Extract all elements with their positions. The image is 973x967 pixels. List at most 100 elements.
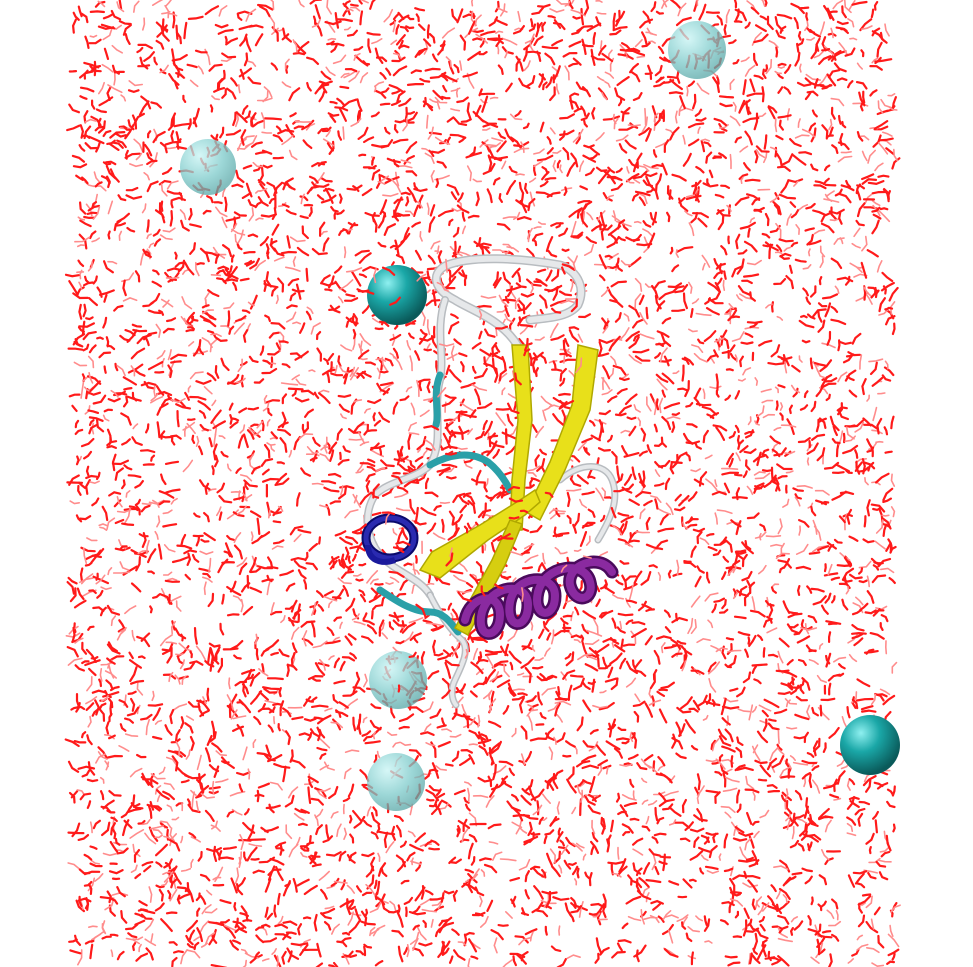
water-molecule <box>291 288 305 293</box>
water-molecule <box>306 185 320 195</box>
water-molecule <box>624 393 638 406</box>
water-molecule <box>844 369 857 382</box>
water-molecule <box>565 488 582 492</box>
water-molecule <box>106 643 121 655</box>
water-molecule <box>612 872 622 878</box>
water-molecule <box>715 389 720 398</box>
water-molecule <box>430 918 434 928</box>
water-molecule <box>876 260 883 273</box>
water-molecule <box>693 478 705 486</box>
water-molecule <box>107 230 111 240</box>
water-molecule <box>168 73 180 86</box>
water-molecule <box>166 267 182 272</box>
water-molecule <box>874 162 884 172</box>
water-molecule <box>446 136 451 145</box>
water-molecule <box>720 763 729 775</box>
water-molecule <box>364 407 371 414</box>
water-molecule <box>224 196 228 212</box>
water-molecule <box>705 789 720 794</box>
water-molecule <box>150 393 159 402</box>
water-molecule <box>166 317 177 323</box>
water-molecule <box>232 920 247 929</box>
water-molecule <box>272 156 284 160</box>
water-molecule <box>214 23 229 29</box>
water-molecule <box>559 839 565 847</box>
water-molecule <box>280 250 297 255</box>
water-molecule <box>354 249 370 257</box>
water-molecule <box>837 192 852 204</box>
water-molecule <box>619 377 630 382</box>
water-molecule <box>612 26 628 32</box>
water-molecule <box>615 473 624 484</box>
water-molecule <box>770 586 777 594</box>
water-molecule <box>687 926 700 933</box>
water-molecule <box>869 65 883 71</box>
water-molecule <box>390 39 398 45</box>
water-molecule <box>213 646 221 662</box>
water-molecule <box>124 605 137 615</box>
water-molecule <box>70 706 79 711</box>
water-molecule <box>842 444 859 455</box>
water-molecule <box>434 928 441 938</box>
water-molecule <box>549 127 556 135</box>
water-molecule <box>309 456 318 462</box>
water-molecule <box>166 804 173 812</box>
water-molecule <box>247 824 255 841</box>
water-molecule <box>425 299 441 307</box>
water-molecule <box>64 738 80 748</box>
water-molecule <box>101 935 112 940</box>
water-molecule <box>377 212 386 229</box>
water-molecule <box>709 385 722 390</box>
water-molecule <box>97 0 106 8</box>
water-molecule <box>848 419 865 428</box>
water-molecule <box>884 360 889 370</box>
water-molecule <box>756 944 767 961</box>
water-molecule <box>623 802 638 807</box>
water-molecule <box>644 283 654 288</box>
water-molecule <box>741 570 753 582</box>
water-molecule <box>125 733 139 737</box>
water-molecule <box>742 919 748 937</box>
water-molecule <box>571 806 577 815</box>
water-molecule <box>735 233 741 250</box>
water-molecule <box>230 877 238 894</box>
water-molecule <box>296 492 301 507</box>
water-molecule <box>550 334 565 341</box>
water-molecule <box>559 358 577 363</box>
water-molecule <box>688 222 695 237</box>
water-molecule <box>877 557 892 568</box>
water-molecule <box>512 688 525 691</box>
water-molecule <box>592 32 597 45</box>
water-molecule <box>776 315 784 321</box>
water-molecule <box>637 192 648 205</box>
water-molecule <box>326 626 335 636</box>
water-molecule <box>655 398 660 411</box>
water-molecule <box>409 355 413 372</box>
water-molecule <box>827 622 838 626</box>
water-molecule <box>205 312 217 321</box>
water-molecule <box>336 18 353 23</box>
water-molecule <box>173 750 187 757</box>
water-molecule <box>291 716 304 721</box>
water-molecule <box>239 474 253 482</box>
water-molecule <box>717 209 731 217</box>
water-molecule <box>106 85 112 101</box>
water-molecule <box>647 64 653 80</box>
water-molecule <box>885 542 892 552</box>
water-molecule <box>542 620 550 632</box>
water-molecule <box>297 822 308 827</box>
water-molecule <box>688 138 700 147</box>
water-molecule <box>732 935 743 939</box>
water-molecule <box>874 609 885 614</box>
water-molecule <box>545 269 553 282</box>
water-molecule <box>292 256 297 267</box>
water-molecule <box>285 824 293 840</box>
water-molecule <box>529 477 534 489</box>
water-molecule <box>202 309 215 315</box>
water-molecule <box>75 899 86 913</box>
water-molecule <box>585 629 603 637</box>
water-molecule <box>504 643 510 657</box>
water-molecule <box>235 111 248 124</box>
water-molecule <box>830 97 845 107</box>
water-molecule <box>300 808 310 814</box>
